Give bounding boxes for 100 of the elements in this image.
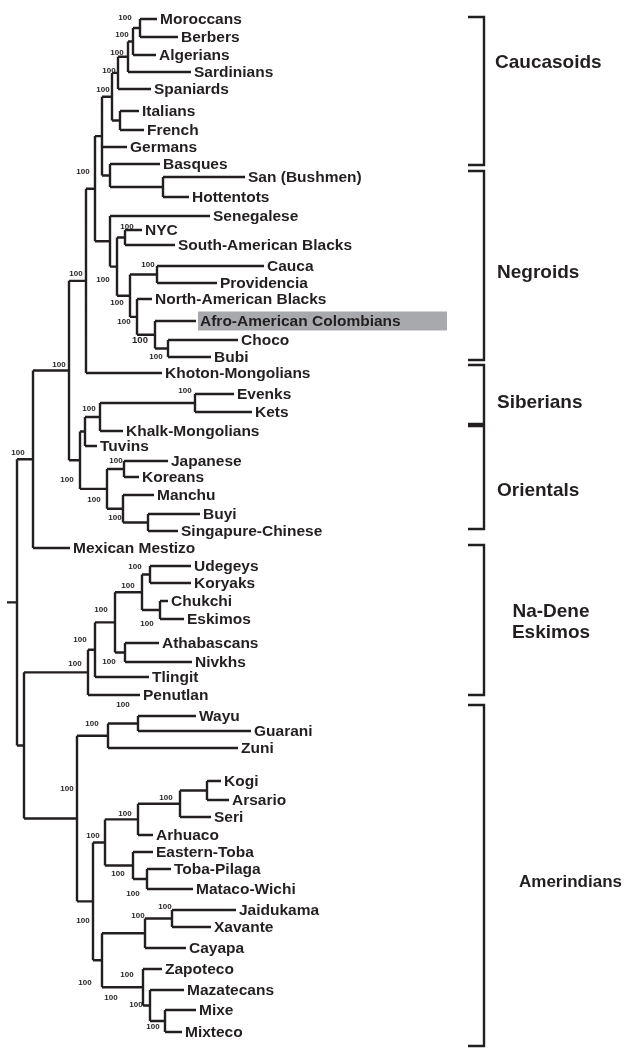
taxon-label: Jaidukama bbox=[239, 901, 320, 919]
taxon-label: Hottentots bbox=[192, 188, 270, 206]
taxon-label: San (Bushmen) bbox=[248, 168, 362, 186]
bootstrap-value: 100 bbox=[96, 85, 110, 95]
group-label: Negroids bbox=[497, 261, 580, 283]
bootstrap-value: 100 bbox=[121, 581, 135, 591]
group-label: Orientals bbox=[497, 479, 580, 501]
taxon-label: Basques bbox=[163, 155, 228, 173]
taxon-label: Udegeys bbox=[194, 557, 259, 575]
taxon-label: Toba-Pilaga bbox=[174, 860, 261, 878]
bootstrap-value: 100 bbox=[140, 619, 154, 629]
bootstrap-value: 100 bbox=[129, 1000, 143, 1010]
taxon-label: Manchu bbox=[157, 486, 216, 504]
taxon-label: Japanese bbox=[171, 452, 242, 470]
bootstrap-value: 100 bbox=[141, 260, 155, 270]
bootstrap-value: 100 bbox=[102, 657, 116, 667]
taxon-label: North-American Blacks bbox=[155, 290, 327, 308]
taxon-label: Mixe bbox=[199, 1001, 234, 1019]
bootstrap-value: 100 bbox=[68, 659, 82, 669]
taxon-label: Athabascans bbox=[162, 634, 259, 652]
taxon-label: Eskimos bbox=[187, 610, 251, 628]
bootstrap-value: 100 bbox=[149, 352, 163, 362]
taxon-label: Mixteco bbox=[185, 1023, 243, 1041]
taxon-label: Kets bbox=[255, 403, 289, 421]
taxon-label: Cauca bbox=[267, 257, 314, 275]
taxon-label: Khalk-Mongolians bbox=[126, 422, 260, 440]
taxon-label: Guarani bbox=[254, 722, 313, 740]
taxon-label: Seri bbox=[214, 808, 244, 826]
taxon-label: Spaniards bbox=[154, 80, 229, 98]
bootstrap-value: 100 bbox=[120, 970, 134, 980]
taxon-label: Chukchi bbox=[171, 592, 233, 610]
bootstrap-value: 100 bbox=[76, 167, 90, 177]
bootstrap-value: 100 bbox=[87, 495, 101, 505]
bootstrap-value: 100 bbox=[118, 809, 132, 819]
bootstrap-value: 100 bbox=[118, 13, 132, 23]
bootstrap-value: 100 bbox=[109, 456, 123, 466]
taxon-label: Zapoteco bbox=[165, 960, 234, 978]
bootstrap-value: 100 bbox=[69, 269, 83, 279]
bootstrap-value: 100 bbox=[85, 719, 99, 729]
bootstrap-value: 100 bbox=[131, 911, 145, 921]
taxon-label: Berbers bbox=[181, 28, 240, 46]
bootstrap-value: 100 bbox=[110, 298, 124, 308]
bootstrap-value: 100 bbox=[94, 605, 108, 615]
taxon-label: Arhuaco bbox=[156, 826, 219, 844]
bootstrap-value: 100 bbox=[146, 1022, 160, 1032]
taxon-label: French bbox=[147, 121, 199, 139]
bootstrap-value: 100 bbox=[159, 793, 173, 803]
bootstrap-value: 100 bbox=[178, 386, 192, 396]
taxon-label: Choco bbox=[241, 331, 290, 349]
bootstrap-value: 100 bbox=[52, 360, 66, 370]
bootstrap-value: 100 bbox=[108, 513, 122, 523]
group-label: Na-Dene Eskimos bbox=[510, 601, 592, 643]
taxon-label: Penutlan bbox=[143, 686, 209, 704]
bootstrap-value: 100 bbox=[76, 916, 90, 926]
bootstrap-value: 100 bbox=[116, 700, 130, 710]
bootstrap-value: 100 bbox=[82, 404, 96, 414]
bootstrap-value: 100 bbox=[73, 635, 87, 645]
taxon-label: Algerians bbox=[159, 46, 230, 64]
taxon-label: Mazatecans bbox=[187, 981, 274, 999]
group-label: Amerindians bbox=[519, 872, 622, 892]
bootstrap-value: 100 bbox=[132, 334, 148, 346]
taxon-label: Nivkhs bbox=[195, 653, 246, 671]
taxon-label: Khoton-Mongolians bbox=[165, 364, 311, 382]
taxon-label: Bubi bbox=[214, 348, 249, 366]
bootstrap-value: 100 bbox=[96, 275, 110, 285]
bootstrap-value: 100 bbox=[126, 889, 140, 899]
taxon-label: Singapure-Chinese bbox=[181, 522, 323, 540]
bootstrap-value: 100 bbox=[60, 784, 74, 794]
group-label: Caucasoids bbox=[495, 51, 602, 73]
taxon-label: NYC bbox=[145, 221, 178, 239]
taxon-label: South-American Blacks bbox=[178, 236, 352, 254]
taxon-label: Senegalese bbox=[213, 207, 299, 225]
taxon-label: Providencia bbox=[220, 274, 308, 292]
taxon-label: Mataco-Wichi bbox=[196, 880, 296, 898]
group-label: Siberians bbox=[497, 391, 583, 413]
highlighted-taxon-label: Afro-American Colombians bbox=[198, 311, 447, 331]
taxon-label: Arsario bbox=[232, 791, 287, 809]
taxon-label: Tuvins bbox=[100, 437, 149, 455]
taxon-label: Germans bbox=[130, 138, 198, 156]
bootstrap-value: 100 bbox=[60, 475, 74, 485]
taxon-label: Cayapa bbox=[189, 939, 245, 957]
bootstrap-value: 100 bbox=[111, 869, 125, 879]
bootstrap-value: 100 bbox=[115, 30, 129, 40]
bootstrap-value: 100 bbox=[110, 48, 124, 58]
taxon-label: Italians bbox=[142, 102, 196, 120]
taxon-label: Wayu bbox=[199, 707, 240, 725]
bootstrap-value: 100 bbox=[128, 562, 142, 572]
taxon-label: Moroccans bbox=[160, 10, 242, 28]
bootstrap-value: 100 bbox=[11, 448, 25, 458]
bootstrap-value: 100 bbox=[86, 831, 100, 841]
bootstrap-value: 100 bbox=[120, 222, 134, 232]
taxon-label: Sardinians bbox=[194, 63, 274, 81]
taxon-label: Tlingit bbox=[152, 668, 199, 686]
taxon-label: Eastern-Toba bbox=[156, 843, 254, 861]
bootstrap-value: 100 bbox=[117, 317, 131, 327]
taxon-label: Koryaks bbox=[194, 574, 256, 592]
taxon-label: Koreans bbox=[142, 468, 205, 486]
taxon-label: Evenks bbox=[237, 385, 292, 403]
taxon-label: Xavante bbox=[214, 918, 274, 936]
bootstrap-value: 100 bbox=[104, 993, 118, 1003]
